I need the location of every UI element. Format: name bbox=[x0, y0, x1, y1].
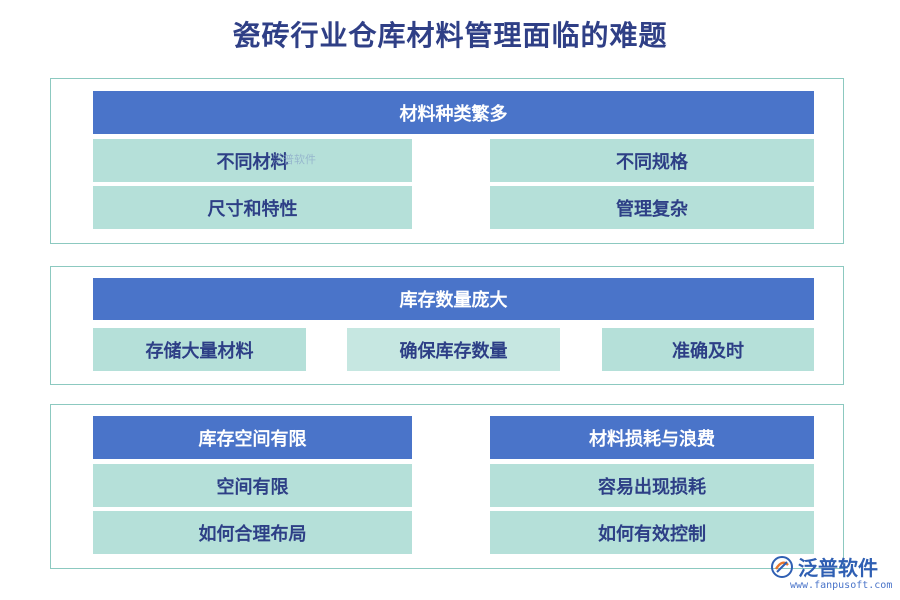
brand-logo: 泛普软件 bbox=[770, 552, 878, 581]
section-space-header: 库存空间有限 bbox=[93, 416, 412, 459]
watermark: 泛普软件 bbox=[272, 153, 316, 166]
item-complex-management: 管理复杂 bbox=[490, 186, 814, 229]
item-prone-loss: 容易出现损耗 bbox=[490, 464, 814, 507]
logo-text: 泛普软件 bbox=[798, 556, 878, 580]
item-size-properties: 尺寸和特性 bbox=[93, 186, 412, 229]
section-quantity-header: 库存数量庞大 bbox=[93, 278, 814, 320]
section-loss-header: 材料损耗与浪费 bbox=[490, 416, 814, 459]
fanpu-logo-icon bbox=[771, 555, 793, 578]
item-ensure-quantity: 确保库存数量 bbox=[347, 328, 560, 371]
item-different-specs: 不同规格 bbox=[490, 139, 814, 182]
logo-url: www.fanpusoft.com bbox=[790, 580, 893, 591]
section-variety-header: 材料种类繁多 bbox=[93, 91, 814, 134]
item-accurate-timely: 准确及时 bbox=[602, 328, 814, 371]
page-title: 瓷砖行业仓库材料管理面临的难题 bbox=[232, 19, 668, 52]
item-reasonable-layout: 如何合理布局 bbox=[93, 511, 412, 554]
item-store-materials: 存储大量材料 bbox=[93, 328, 306, 371]
item-limited-space: 空间有限 bbox=[93, 464, 412, 507]
item-effective-control: 如何有效控制 bbox=[490, 511, 814, 554]
item-different-materials: 不同材料 bbox=[93, 139, 412, 182]
